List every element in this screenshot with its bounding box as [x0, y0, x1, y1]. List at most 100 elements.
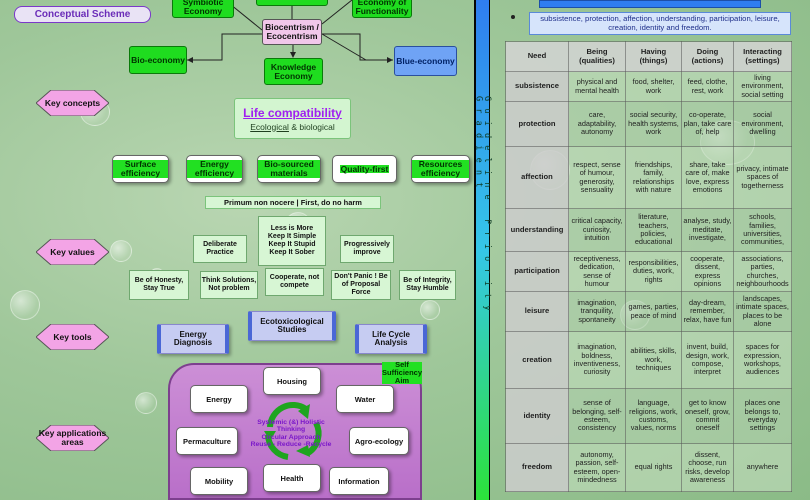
droplet-decoration [420, 300, 440, 320]
bullet-icon [511, 15, 515, 19]
tool-life-cycle-analysis[interactable]: Life Cycle Analysis [355, 324, 427, 354]
guideline-header-bar [539, 0, 761, 8]
app-mobility[interactable]: Mobility [190, 467, 248, 495]
tool-ecotoxicological-studies[interactable]: Ecotoxicological Studies [248, 311, 336, 341]
symbiotic-economy-node[interactable]: Symbiotic Economy [172, 0, 234, 18]
header-need: Need [505, 41, 569, 72]
droplet-decoration [135, 392, 157, 414]
table-cell: equal rights [625, 443, 682, 492]
need-name: affection [505, 146, 569, 209]
value-deliberate-practice: Deliberate Practice [193, 235, 247, 263]
guideline-priority-gradient-label: Guideline Priority Gradient [474, 96, 493, 426]
life-compatibility-subtitle: Ecological & biological [250, 122, 335, 132]
header-having: Having (things) [625, 41, 682, 72]
table-cell: social security, health systems, work [625, 101, 682, 147]
table-cell: care, adaptability, autonomy [568, 101, 626, 147]
table-cell: literature, teachers, policies, educatio… [625, 208, 682, 252]
need-name: participation [505, 251, 569, 292]
biological-words: & biological [288, 121, 335, 132]
concept-label: Bio-sourced materials [258, 160, 320, 178]
table-cell: co-operate, plan, take care of, help [681, 101, 734, 147]
key-concepts-diamond: Key concepts [36, 90, 109, 116]
table-cell: share, take care of, make love, express … [681, 146, 734, 209]
app-water[interactable]: Water [336, 385, 394, 413]
key-applications-label: Key applications areas [38, 428, 107, 447]
table-cell: imagination, tranquility, spontaneity [568, 291, 626, 332]
concept-label: Surface efficiency [113, 160, 168, 178]
bio-economy-node[interactable]: Bio-economy [129, 46, 187, 74]
table-cell: language, religions, work, customs, valu… [625, 388, 682, 444]
value-honesty: Be of Honesty, Stay True [129, 270, 189, 300]
blue-economy-node[interactable]: Blue-economy [394, 46, 457, 76]
header-interacting: Interacting (settings) [733, 41, 792, 72]
recycle-arrows-icon [264, 401, 322, 460]
table-cell: living environment, social setting [733, 71, 792, 102]
table-cell: analyse, study, meditate, investigate, [681, 208, 734, 252]
need-name: protection [505, 101, 569, 147]
table-cell: food, shelter, work [625, 71, 682, 102]
app-energy[interactable]: Energy [190, 385, 248, 413]
table-cell: day-dream, remember, relax, have fun [681, 291, 734, 332]
table-cell: privacy, intimate spaces of togetherness [733, 146, 792, 209]
table-cell: feed, clothe, rest, work [681, 71, 734, 102]
life-compatibility-box: Life compatibility Ecological & biologic… [234, 98, 351, 139]
table-cell: spaces for expression, workshops, audien… [733, 331, 792, 389]
table-cell: places one belongs to, everyday settings [733, 388, 792, 444]
table-header-row: Need Being (qualities) Having (things) D… [505, 41, 792, 72]
table-cell: associations, parties, churches, neighbo… [733, 251, 792, 292]
concept-label: Quality-first [339, 163, 390, 174]
need-name: understanding [505, 208, 569, 252]
needs-matrix-table: Need Being (qualities) Having (things) D… [505, 41, 792, 492]
tool-energy-diagnosis[interactable]: Energy Diagnosis [157, 324, 229, 354]
key-concepts-label: Key concepts [44, 97, 101, 108]
biocentrism-node[interactable]: Biocentrism / Ecocentrism [262, 19, 322, 45]
app-agro-ecology[interactable]: Agro-ecology [349, 427, 409, 455]
concept-label: Resources efficiency [412, 160, 469, 178]
table-cell: autonomy, passion, self-esteem, open-min… [568, 443, 626, 492]
app-permaculture[interactable]: Permaculture [176, 427, 238, 455]
need-name: identity [505, 388, 569, 444]
table-cell: get to know oneself, grow, commit onesel… [681, 388, 734, 444]
app-housing[interactable]: Housing [263, 367, 321, 395]
life-compatibility-title: Life compatibility [243, 105, 342, 120]
table-cell: physical and mental health [568, 71, 626, 102]
table-cell: anywhere [733, 443, 792, 492]
concept-card-quality: Quality-first [332, 155, 397, 183]
value-progressively-improve: Progressively improve [340, 235, 394, 263]
concept-card-resources: Resources efficiency [411, 155, 470, 183]
table-cell: invent, build, design, work, compose, in… [681, 331, 734, 389]
key-tools-label: Key tools [53, 331, 92, 342]
app-health[interactable]: Health [263, 464, 321, 492]
primum-non-nocere-bar: Primum non nocere | First, do no harm [205, 196, 381, 209]
concept-label: Energy efficiency [187, 160, 242, 178]
need-name: subsistence [505, 71, 569, 102]
value-think-solutions: Think Solutions, Not problem [200, 271, 258, 299]
table-cell: dissent, choose, run risks, develop awar… [681, 443, 734, 492]
header-doing: Doing (actions) [681, 41, 734, 72]
need-name: freedom [505, 443, 569, 492]
knowledge-economy-node[interactable]: Knowledge Economy [264, 58, 323, 85]
table-cell: receptiveness, dedication, sense of humo… [568, 251, 626, 292]
top-hidden-node [256, 0, 328, 6]
table-cell: abilities, skills, work, techniques [625, 331, 682, 389]
table-cell: games, parties, peace of mind [625, 291, 682, 332]
table-cell: cooperate, dissent, express opinions [681, 251, 734, 292]
concept-card-surface: Surface efficiency [112, 155, 169, 183]
droplet-decoration [110, 240, 132, 262]
need-name: creation [505, 331, 569, 389]
economy-of-functionality-node[interactable]: Economy of Functionality [352, 0, 412, 18]
table-cell: schools, families, universities, communi… [733, 208, 792, 252]
needs-list-box: subsistence, protection, affection, unde… [529, 12, 791, 35]
app-information[interactable]: Information [329, 467, 389, 495]
key-values-label: Key values [50, 246, 95, 257]
ecological-word: Ecological [250, 121, 289, 132]
table-cell: social environment, dwelling [733, 101, 792, 147]
